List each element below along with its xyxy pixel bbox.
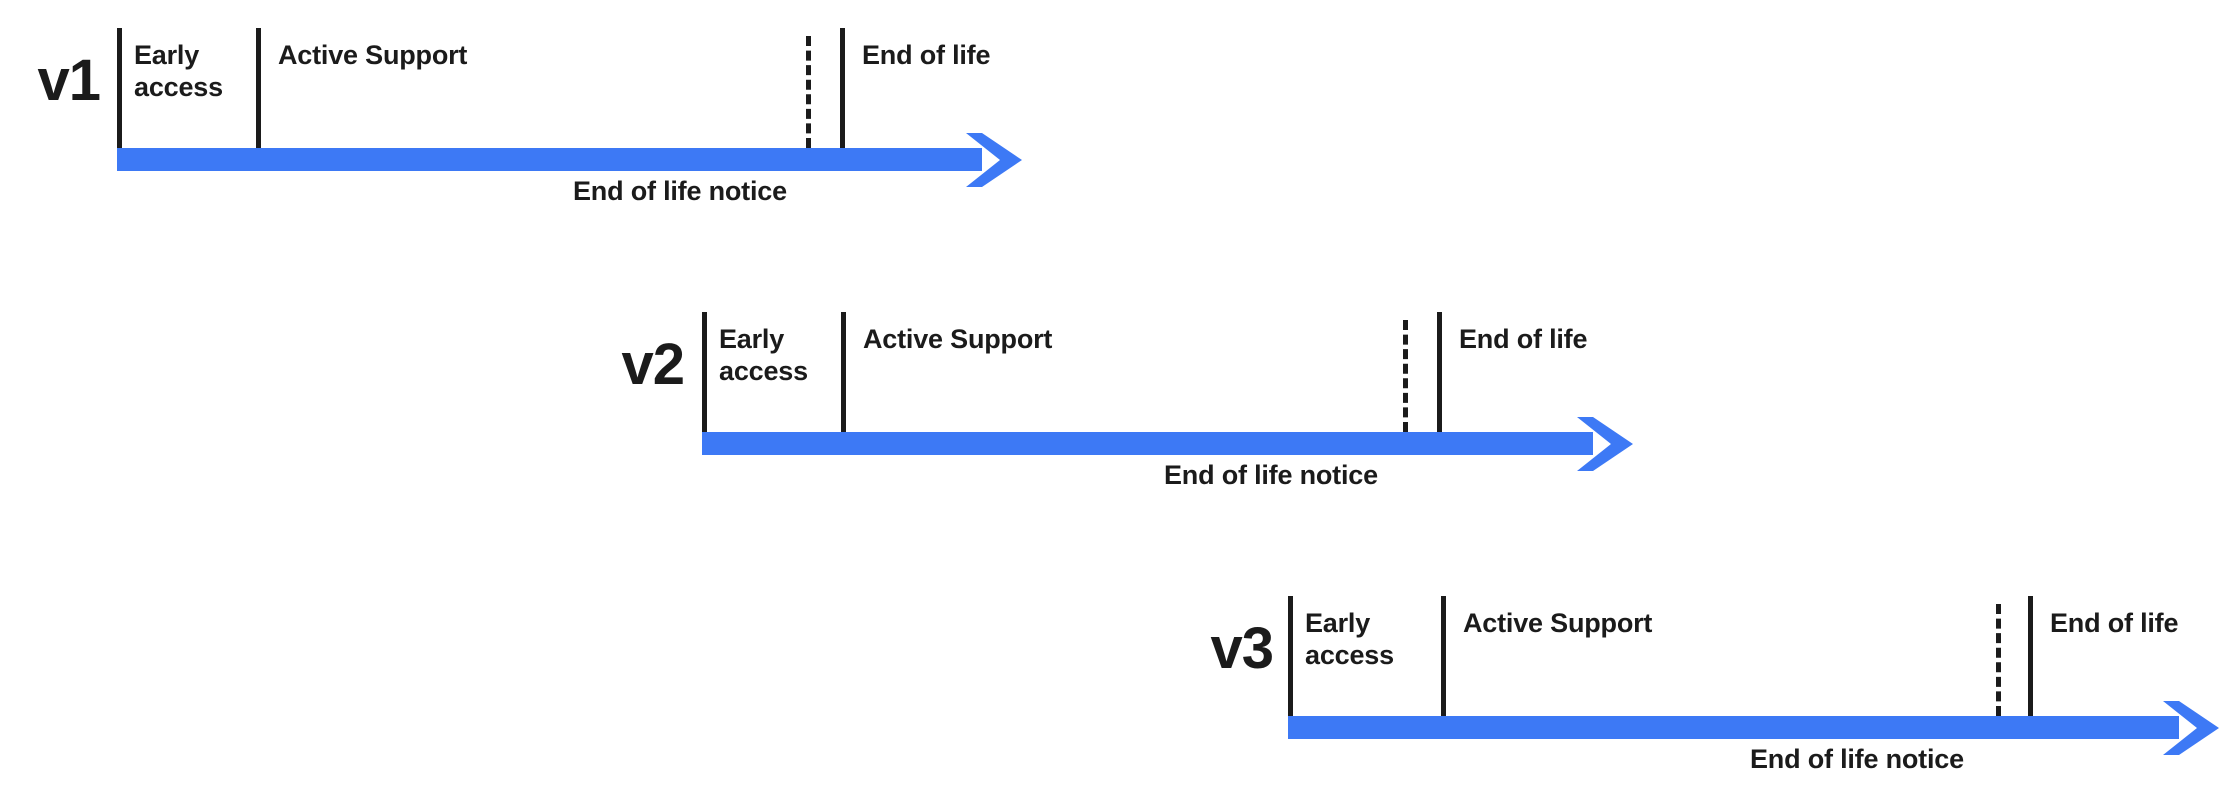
- phase-label-v1-3: End of life: [862, 40, 991, 70]
- end-of-life-notice-label-v1: End of life notice: [573, 176, 787, 206]
- end-of-life-notice-label-v3: End of life notice: [1750, 744, 1964, 774]
- timeline-bar-v3: [1288, 716, 2179, 739]
- version-label-v3: v3: [1210, 616, 1274, 681]
- version-label-v1: v1: [37, 48, 101, 113]
- end-of-life-notice-marker-v3: [1996, 604, 2001, 716]
- timeline-bar-v2: [702, 432, 1593, 455]
- phase-divider-v1-1: [117, 28, 122, 148]
- phase-label-v2-1: Early access: [719, 324, 808, 386]
- phase-divider-v3-2: [1441, 596, 1446, 716]
- phase-label-v1-2: Active Support: [278, 40, 468, 70]
- phase-label-v3-2: Active Support: [1463, 608, 1653, 638]
- phase-label-v3-3: End of life: [2050, 608, 2179, 638]
- phase-divider-v2-1: [702, 312, 707, 432]
- phase-divider-v2-3: [1437, 312, 1442, 432]
- timeline-arrow-icon-v1: [960, 131, 1032, 194]
- end-of-life-notice-label-v2: End of life notice: [1164, 460, 1378, 490]
- phase-label-v2-3: End of life: [1459, 324, 1588, 354]
- phase-divider-v1-2: [256, 28, 261, 148]
- timeline-arrow-icon-v3: [2157, 699, 2228, 762]
- phase-divider-v1-3: [840, 28, 845, 148]
- phase-label-v1-1: Early access: [134, 40, 223, 102]
- phase-label-v3-1: Early access: [1305, 608, 1394, 670]
- end-of-life-notice-marker-v2: [1403, 320, 1408, 432]
- phase-divider-v3-1: [1288, 596, 1293, 716]
- version-label-v2: v2: [621, 332, 685, 397]
- timeline-arrow-icon-v2: [1571, 415, 1643, 478]
- phase-divider-v2-2: [841, 312, 846, 432]
- phase-label-v2-2: Active Support: [863, 324, 1053, 354]
- end-of-life-notice-marker-v1: [806, 36, 811, 148]
- timeline-bar-v1: [117, 148, 982, 171]
- phase-divider-v3-3: [2028, 596, 2033, 716]
